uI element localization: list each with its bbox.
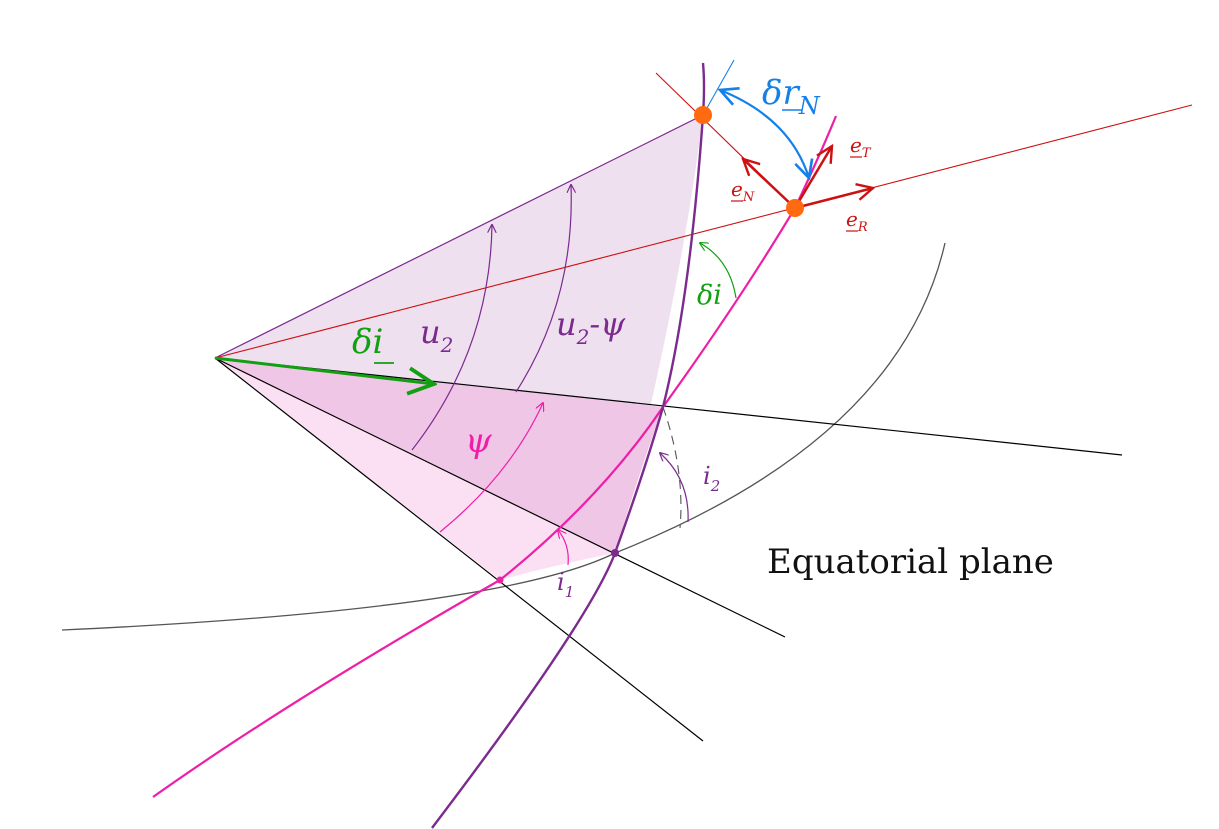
i2-arc [660, 453, 689, 523]
point-orange-satellite [786, 199, 804, 217]
label-e-n: eN [731, 177, 755, 205]
psi-sector [215, 358, 663, 553]
line-to-node-1 [214, 357, 704, 742]
delta-i-vector-arrow [214, 356, 434, 384]
line-through-intersection [214, 357, 1123, 456]
point-orange-top [694, 106, 712, 124]
u2-arc [411, 225, 492, 451]
label-equatorial-plane: Equatorial plane [767, 542, 1054, 582]
node-point-magenta [496, 576, 504, 584]
label-delta-i-angle: δi [697, 280, 722, 311]
label-u2-psi: u2-ψ [556, 305, 626, 349]
blue-tangent-line [702, 59, 735, 116]
line-to-node-2 [214, 357, 786, 638]
orbit-plane-1-sector [215, 358, 615, 580]
e-t-arrow [793, 146, 832, 209]
delta-r-n-arrow [720, 90, 809, 178]
delta-i-angle-arc [700, 243, 737, 299]
radial-line-red [214, 104, 1193, 359]
radius-line-purple [214, 114, 704, 359]
label-delta-i-vector: δi [352, 322, 383, 362]
i1-arc [558, 530, 569, 566]
label-i2: i2 [703, 462, 720, 495]
label-i1: i1 [557, 568, 574, 601]
label-delta-r-n: δrN [762, 73, 821, 120]
psi-arc [439, 403, 543, 533]
label-e-r: eR [846, 207, 868, 235]
u2-psi-arc [515, 185, 571, 393]
e-r-arrow [794, 188, 873, 210]
node-point-purple [611, 549, 619, 557]
label-psi: ψ [465, 421, 492, 461]
label-u2: u2 [420, 313, 453, 357]
e-n-arrow [743, 159, 796, 209]
dashed-tangent [662, 406, 682, 529]
label-e-t: eT [850, 133, 872, 161]
